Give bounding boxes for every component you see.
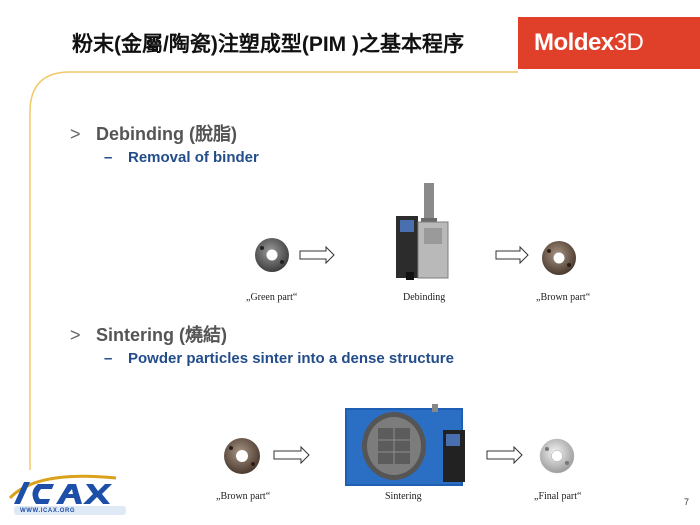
subbullet-mark: – xyxy=(104,149,113,166)
subbullet-mark: – xyxy=(104,350,113,367)
caption-brown-part: „Brown part“ xyxy=(536,292,591,303)
brown-part-image xyxy=(224,438,260,474)
bullet-mark: > xyxy=(70,325,81,345)
caption-final-part: „Final part“ xyxy=(534,491,582,502)
brown-part-image xyxy=(542,241,576,275)
caption-debinding: Debinding xyxy=(403,292,446,303)
final-part-image xyxy=(539,438,575,474)
debinding-furnace-image xyxy=(396,183,449,280)
logo-url-text: WWW.ICAX.ORG xyxy=(20,508,76,514)
caption-green-part: „Green part“ xyxy=(246,292,298,303)
process-arrow-icon xyxy=(495,245,529,265)
bullet-debinding: > Debinding (脫脂) xyxy=(70,120,237,146)
debinding-heading: Debinding (脫脂) xyxy=(96,124,237,144)
debinding-subpoint: Removal of binder xyxy=(128,149,259,166)
subbullet-debinding: –Removal of binder xyxy=(104,149,259,166)
caption-sintering: Sintering xyxy=(385,491,422,502)
brand-logo: Moldex3D xyxy=(518,17,700,69)
green-part-image xyxy=(255,238,289,272)
brand-name-suffix: 3D xyxy=(613,29,644,56)
bullet-mark: > xyxy=(70,124,81,144)
subbullet-sintering: –Powder particles sinter into a dense st… xyxy=(104,350,454,367)
bullet-sintering: > Sintering (燒結) xyxy=(70,321,227,347)
sintering-subpoint: Powder particles sinter into a dense str… xyxy=(128,350,454,367)
slide-title: 粉末(金屬/陶瓷)注塑成型(PIM )之基本程序 xyxy=(72,33,464,56)
process-arrow-icon xyxy=(486,445,523,465)
caption-brown-part: „Brown part“ xyxy=(216,491,271,502)
brand-name: Moldex xyxy=(534,29,614,56)
page-number: 7 xyxy=(684,497,690,507)
icax-logo xyxy=(8,474,126,515)
sintering-furnace-image xyxy=(345,404,465,486)
sintering-heading: Sintering (燒結) xyxy=(96,325,227,345)
process-arrow-icon xyxy=(273,445,310,465)
process-arrow-icon xyxy=(299,245,335,265)
